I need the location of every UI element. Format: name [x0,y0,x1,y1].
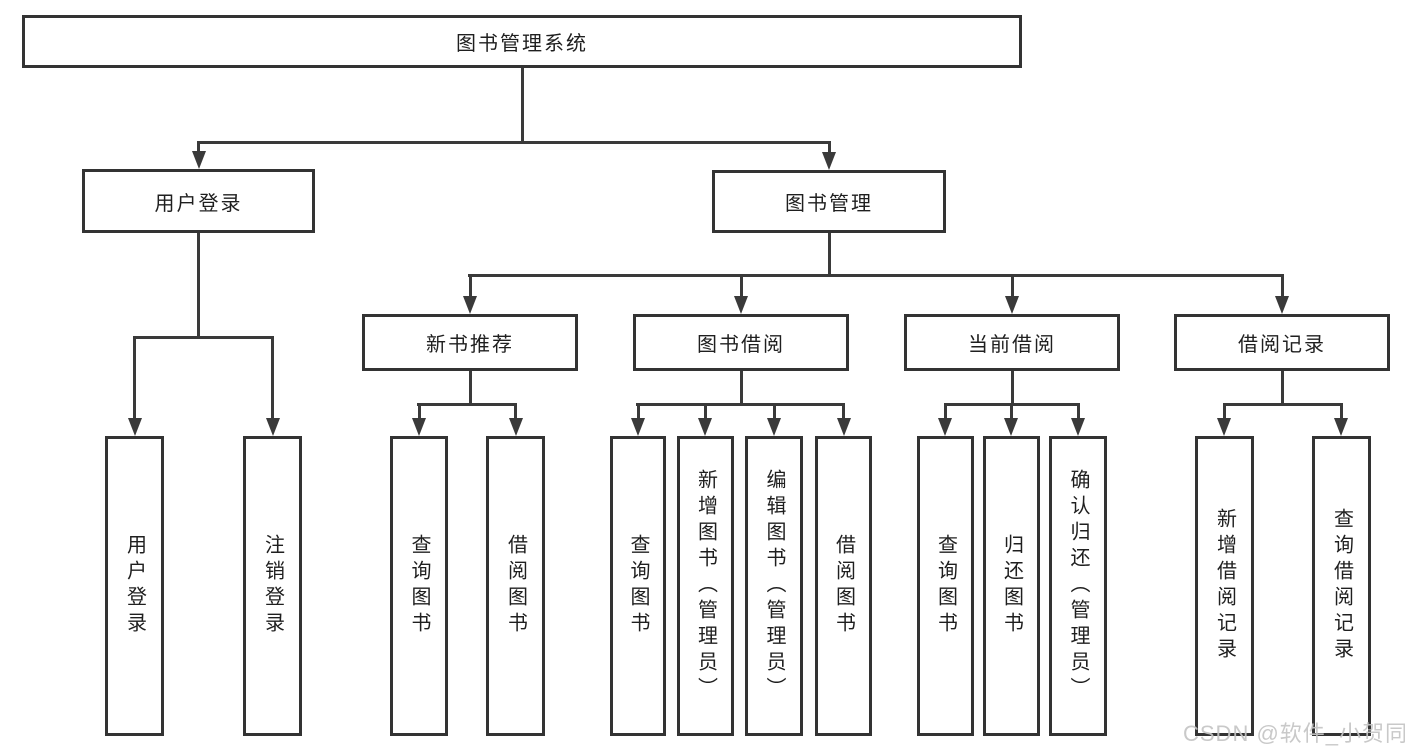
node-borrow-book-b: 借阅图书 [815,436,872,736]
arrowhead-logout [266,418,280,436]
node-label: 查询借阅记录 [1330,508,1353,664]
node-book-borrowing: 图书借阅 [633,314,849,371]
node-book-management: 图书管理 [712,170,946,233]
csdn-watermark: CSDN @软件_小贺同学 [1183,721,1405,746]
node-logout: 注销登录 [243,436,302,736]
connector-user-login-hline [133,336,274,339]
node-label: 查询图书 [934,534,957,638]
node-label: 确认归还（管理员） [1067,469,1089,703]
node-label: 编辑图书（管理员） [763,469,785,703]
node-label: 归还图书 [1000,534,1023,638]
connector-new-book-hline [417,403,517,406]
connector-drop-logout [271,336,274,420]
connector-drop-query-book-a [418,403,421,420]
node-return-book: 归还图书 [983,436,1040,736]
connector-drop-new-book [469,274,472,298]
connector-borrow-record-stem [1281,371,1284,406]
node-borrow-book-a: 借阅图书 [486,436,545,736]
connector-drop-query-book-c [944,403,947,420]
node-query-borrow-record: 查询借阅记录 [1312,436,1371,736]
node-query-book-b: 查询图书 [610,436,666,736]
connector-drop-book-borrow [740,274,743,298]
node-new-book-recommend: 新书推荐 [362,314,578,371]
connector-drop-login [133,336,136,420]
node-user-login-leaf: 用户登录 [105,436,164,736]
node-label: 用户登录 [123,534,146,638]
connector-user-login-stem [197,233,200,339]
node-user-login: 用户登录 [82,169,315,233]
connector-drop-add-record [1223,403,1226,420]
arrowhead-confirm-return [1071,418,1085,436]
connector-drop-borrow-book-a [514,403,517,420]
node-label: 新增借阅记录 [1213,508,1236,664]
node-label: 查询图书 [408,534,430,638]
arrowhead-user-login [192,151,206,169]
connector-drop-query-record [1340,403,1343,420]
arrowhead-login [128,418,142,436]
connector-drop-add-book [704,403,707,420]
arrowhead-add-book [698,418,712,436]
node-edit-book-admin: 编辑图书（管理员） [745,436,803,736]
connector-book-borrow-hline [636,403,845,406]
node-label: 借阅图书 [832,534,855,638]
connector-drop-current-borrow [1011,274,1014,298]
connector-drop-borrow-record [1281,274,1284,298]
node-query-book-a: 查询图书 [390,436,448,736]
node-current-borrowing: 当前借阅 [904,314,1120,371]
node-query-book-c: 查询图书 [917,436,974,736]
node-label: 借阅图书 [504,534,527,638]
connector-book-mgmt-stem [828,233,831,277]
arrowhead-edit-book [767,418,781,436]
arrowhead-book-mgmt [822,152,836,170]
node-library-management-system: 图书管理系统 [22,15,1022,68]
arrowhead-query-record [1334,418,1348,436]
connector-drop-query-book-b [637,403,640,420]
arrowhead-add-record [1217,418,1231,436]
connector-drop-borrow-book-b [842,403,845,420]
arrowhead-borrow-record [1275,296,1289,314]
connector-drop-confirm-return [1077,403,1080,420]
connector-root-stem [521,68,524,144]
node-add-borrow-record: 新增借阅记录 [1195,436,1254,736]
connector-level2-hline [468,274,1284,277]
connector-current-borrow-stem [1011,371,1014,406]
node-label: 注销登录 [261,534,284,638]
connector-book-borrow-stem [740,371,743,406]
node-confirm-return-admin: 确认归还（管理员） [1049,436,1107,736]
arrowhead-new-book [463,296,477,314]
arrowhead-return-book [1004,418,1018,436]
arrowhead-book-borrow [734,296,748,314]
node-add-book-admin: 新增图书（管理员） [677,436,734,736]
arrowhead-current-borrow [1005,296,1019,314]
connector-borrow-record-hline [1223,403,1343,406]
connector-drop-edit-book [773,403,776,420]
arrowhead-borrow-book-a [509,418,523,436]
connector-drop-return-book [1010,403,1013,420]
connector-drop-user-login [197,141,200,153]
node-label: 查询图书 [627,534,649,638]
arrowhead-query-book-a [412,418,426,436]
connector-new-book-stem [469,371,472,406]
node-label: 新增图书（管理员） [694,469,717,703]
arrowhead-query-book-c [938,418,952,436]
arrowhead-borrow-book-b [837,418,851,436]
connector-drop-book-mgmt [828,141,831,153]
arrowhead-query-book-b [631,418,645,436]
connector-level1-hline [197,141,831,144]
node-borrowing-records: 借阅记录 [1174,314,1390,371]
